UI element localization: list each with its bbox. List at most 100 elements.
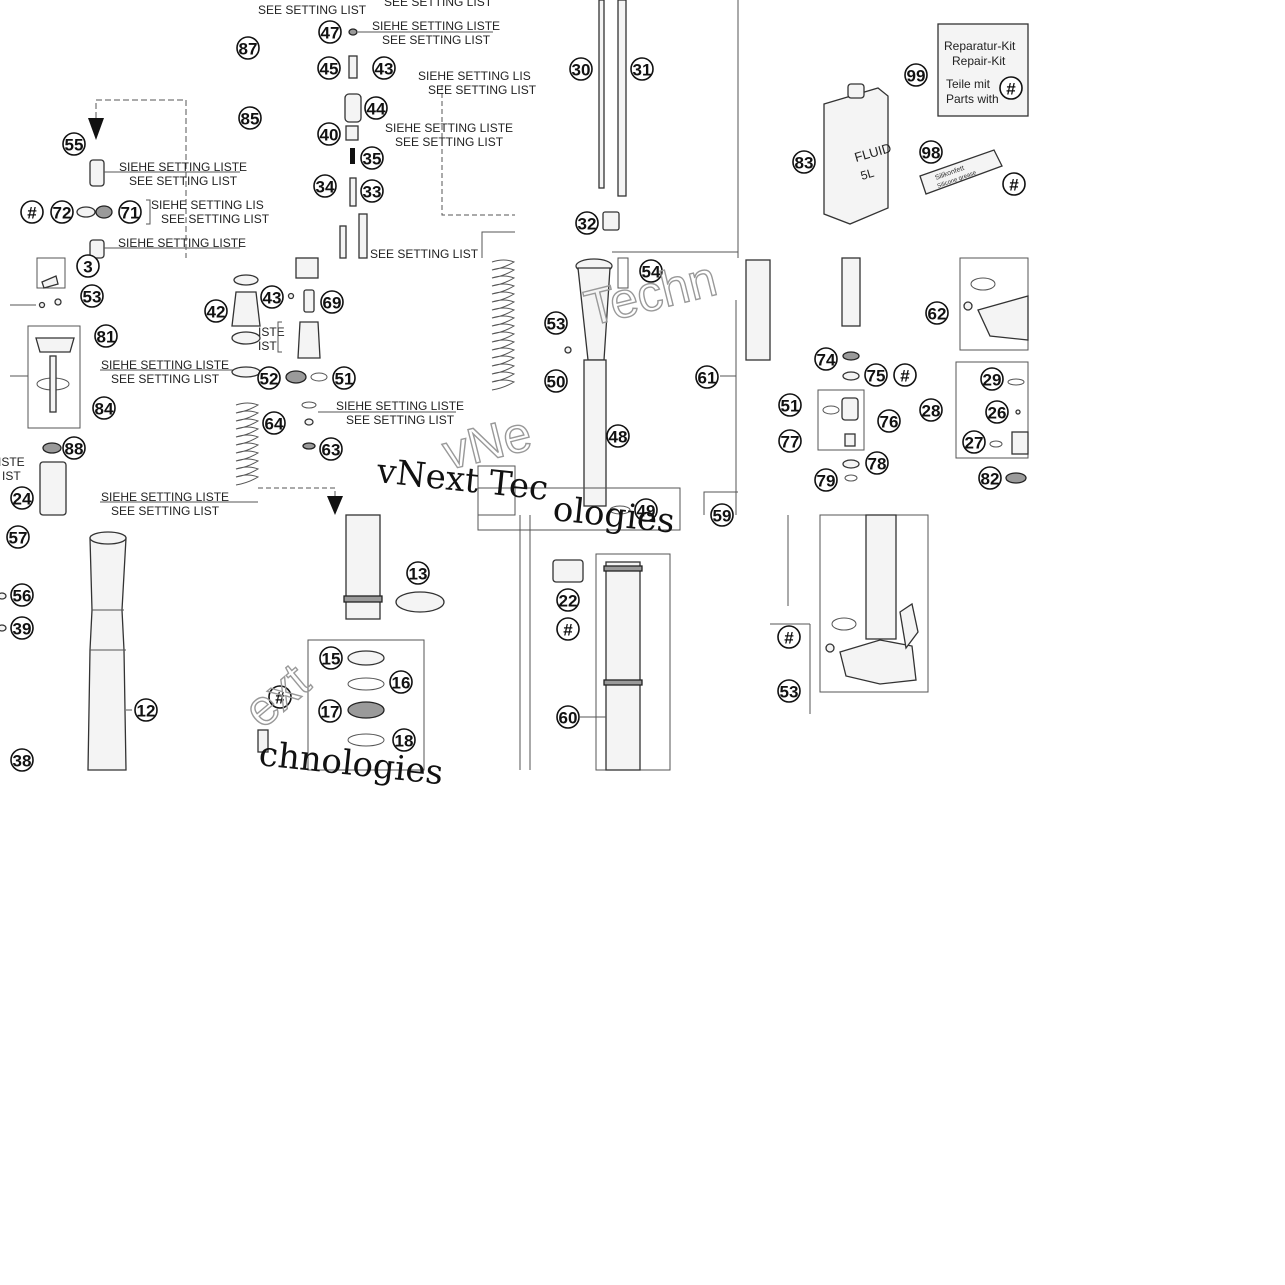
callout-number: 53 <box>547 315 566 334</box>
rod-part <box>358 213 368 259</box>
callout-c30: 30 <box>569 57 593 81</box>
callout-number: 54 <box>642 263 661 282</box>
callout-number: 22 <box>559 592 578 611</box>
leader-line <box>441 85 515 216</box>
seal-part <box>0 592 7 600</box>
callout-c85: 85 <box>238 106 262 130</box>
tile-bottom-center-left <box>257 514 445 771</box>
setting-label-de: ISTE <box>0 455 25 469</box>
callout-c79: 79 <box>814 468 838 492</box>
o-ring-part <box>347 677 385 691</box>
tile-top-right: Reparatur-Kit Repair-Kit Teile mit Parts… <box>823 23 1029 225</box>
rod-part <box>49 355 57 413</box>
callout-circle <box>6 525 30 549</box>
fork-inner-tube <box>605 561 641 771</box>
repair-kit-symbol-text: # <box>1006 80 1016 99</box>
valve-part <box>348 55 358 79</box>
o-ring-part <box>1007 378 1025 386</box>
callout-c32: 32 <box>575 211 599 235</box>
callout-c34: 34 <box>313 174 337 198</box>
tube-part <box>39 461 67 516</box>
callout-number: 83 <box>795 154 814 173</box>
callout-c55: 55 <box>62 132 86 156</box>
callout-number: 63 <box>322 441 341 460</box>
tile-top-center-right <box>598 0 739 258</box>
washer-part <box>302 442 316 450</box>
callout-circle <box>814 468 838 492</box>
leader-line <box>258 487 336 515</box>
repair-kit-line1: Reparatur-Kit <box>944 39 1016 53</box>
callout-circle <box>262 411 286 435</box>
callout-number: 42 <box>207 303 226 322</box>
callout-number: 99 <box>907 67 926 86</box>
setting-label-de: SIEHE SETTING LISTE <box>101 358 229 372</box>
callout-circle <box>10 748 34 772</box>
callout-c72: 72 <box>50 200 74 224</box>
callout-circle <box>318 20 342 44</box>
callout-circle <box>569 57 593 81</box>
tube-part <box>841 257 861 327</box>
bracket <box>146 199 151 225</box>
callout-c52: 52 <box>257 366 281 390</box>
tube-rim <box>89 531 127 545</box>
callout-number: 74 <box>817 351 836 370</box>
callout-circle <box>556 617 580 641</box>
callout-circle <box>877 409 901 433</box>
callout-c49: 49 <box>634 498 658 522</box>
seal-part <box>842 351 860 361</box>
callout-circle <box>556 588 580 612</box>
callout-circle <box>606 424 630 448</box>
callout-circle <box>360 179 384 203</box>
callout-number: 62 <box>928 305 947 324</box>
callout-c87: 87 <box>236 36 260 60</box>
cap-part <box>345 125 359 141</box>
callout-number: # <box>563 621 573 640</box>
callout-c77: 77 <box>778 429 802 453</box>
callout-c48: 48 <box>606 424 630 448</box>
valve-part <box>841 397 859 421</box>
tube-band <box>343 595 383 603</box>
callout-c22: 22 <box>556 588 580 612</box>
callout-number: 82 <box>981 470 1000 489</box>
callout-circle <box>980 367 1004 391</box>
seal-part <box>347 701 385 719</box>
piston-head <box>35 337 75 353</box>
callout-number: 52 <box>260 370 279 389</box>
callout-number: 61 <box>698 369 717 388</box>
frame-box <box>477 487 681 531</box>
setting-label-en: SEE SETTING LIST <box>382 33 491 47</box>
frame-box <box>955 361 1029 459</box>
callout-number: 69 <box>323 294 342 313</box>
callout-c75h: # <box>893 363 917 387</box>
callout-circle <box>544 369 568 393</box>
washer-part <box>76 206 96 218</box>
bushing-part <box>347 650 385 666</box>
tube-part <box>295 257 319 279</box>
callout-number: # <box>900 367 910 386</box>
nut-part <box>285 370 307 384</box>
callout-circle <box>406 561 430 585</box>
callout-number: 76 <box>880 413 899 432</box>
callout-circle <box>962 430 986 454</box>
callout-number: 44 <box>367 100 386 119</box>
callout-circle <box>94 324 118 348</box>
callout-number: 60 <box>559 709 578 728</box>
callout-circle <box>544 311 568 335</box>
watermark-text: ext <box>233 653 320 739</box>
callout-c26: 26 <box>985 400 1009 424</box>
callout-circle <box>62 132 86 156</box>
fork-outer-tube <box>87 537 127 771</box>
callout-c53b: 53 <box>544 311 568 335</box>
callout-circle <box>985 400 1009 424</box>
callout-c61: 61 <box>695 365 719 389</box>
ball-part <box>38 301 46 309</box>
fluid-volume: 5L <box>859 166 876 183</box>
callout-number: 32 <box>578 215 597 234</box>
shaft-part <box>349 177 357 207</box>
seal-part <box>1005 472 1027 484</box>
setting-label-en: SEE SETTING LIST <box>370 247 479 261</box>
callout-circle <box>904 63 928 87</box>
callout-c64: 64 <box>262 411 286 435</box>
ball-part <box>287 292 295 300</box>
setting-label-de: SIEHE SETTING LISTE <box>119 160 247 174</box>
